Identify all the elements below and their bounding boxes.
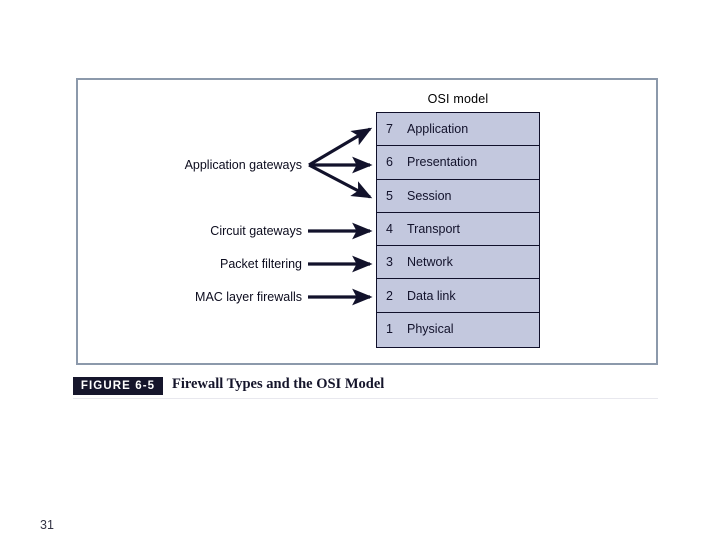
osi-layer-number: 6 [386,155,393,170]
osi-layer-row: 7 Application [377,113,539,147]
page-number: 31 [40,518,54,532]
osi-layer-number: 7 [386,122,393,137]
osi-model-title: OSI model [427,92,489,106]
osi-layer-name: Transport [407,222,461,237]
osi-layer-row: 6 Presentation [377,146,539,180]
figure-number-badge: FIGURE 6-5 [73,377,163,395]
firewall-label-mac-layer-firewalls: MAC layer firewalls [195,290,302,304]
osi-layer-number: 2 [386,288,393,303]
osi-layer-name: Data link [407,288,456,303]
caption-divider [73,398,658,399]
osi-layer-number: 5 [386,188,393,203]
osi-layer-name: Physical [407,322,454,337]
figure-frame [76,78,658,365]
osi-layer-row: 2 Data link [377,279,539,313]
osi-layer-name: Presentation [407,155,478,170]
firewall-label-circuit-gateways: Circuit gateways [210,224,302,238]
firewall-label-application-gateways: Application gateways [184,158,302,172]
firewall-label-packet-filtering: Packet filtering [220,257,302,271]
osi-layer-number: 4 [386,222,393,237]
osi-layer-row: 5 Session [377,179,539,213]
figure-caption: FIGURE 6-5 Firewall Types and the OSI Mo… [73,376,658,399]
figure-caption-text: Firewall Types and the OSI Model [172,376,385,392]
osi-layer-number: 3 [386,255,393,270]
osi-layer-name: Network [407,255,453,270]
osi-layer-row: 3 Network [377,246,539,280]
osi-model-stack: 7 Application 6 Presentation 5 Session 4… [376,112,540,348]
osi-layer-row: 4 Transport [377,212,539,247]
osi-layer-row: 1 Physical [377,312,539,347]
osi-layer-number: 1 [386,322,393,337]
osi-layer-name: Session [407,188,452,203]
osi-layer-name: Application [407,122,469,137]
